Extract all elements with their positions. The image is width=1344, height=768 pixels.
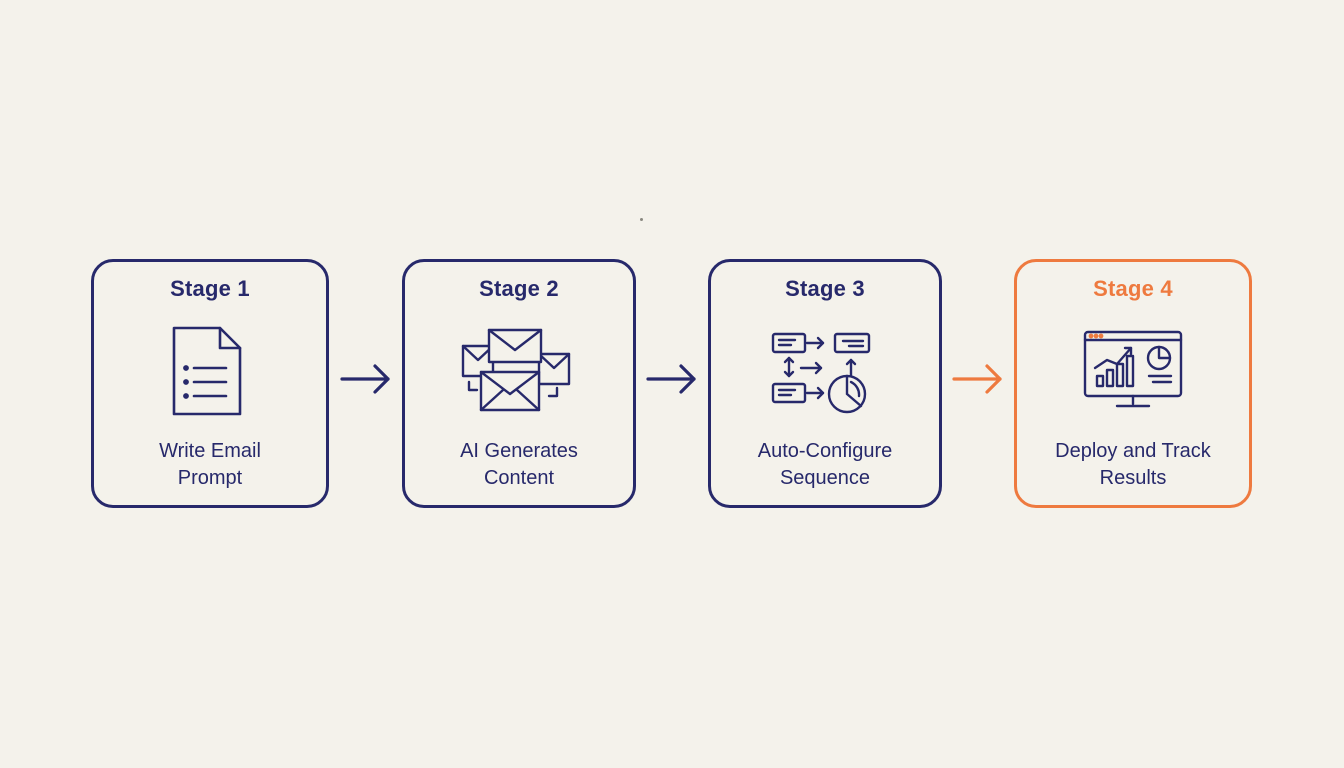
document-icon (172, 326, 242, 416)
arrow-right-icon (340, 364, 390, 394)
envelopes-icon (461, 328, 571, 412)
arrow-right-icon (646, 364, 696, 394)
stage-title: Stage 4 (1093, 276, 1173, 301)
stage-3-card: Stage 3 (708, 259, 942, 508)
stage-label: AI Generates Content (460, 440, 578, 489)
stage-2-card: Stage 2 AI Generates Content (402, 259, 636, 508)
arrow-right-icon (952, 364, 1002, 394)
analytics-monitor-icon (1083, 330, 1183, 408)
stage-label: Deploy and Track Results (1055, 440, 1211, 489)
stage-4-card: Stage 4 Deploy and (1014, 259, 1252, 508)
stage-label: Auto-Configure Sequence (757, 440, 893, 489)
stage-title: Stage 1 (170, 276, 250, 301)
stage-title: Stage 3 (785, 276, 865, 301)
stage-1-card: Stage 1 Write Email Prompt (91, 259, 329, 508)
speck (640, 218, 643, 221)
stage-label: Write Email Prompt (159, 440, 261, 489)
workflow-icon (771, 332, 871, 414)
stage-title: Stage 2 (479, 276, 559, 301)
